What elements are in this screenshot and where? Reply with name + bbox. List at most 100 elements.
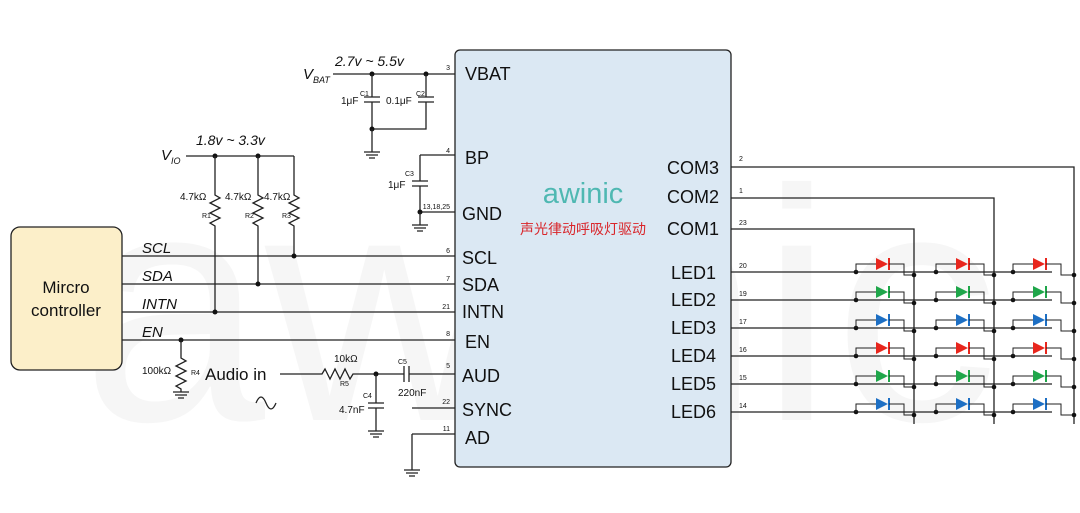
pin-number: 7 (446, 276, 450, 283)
pin-com1: COM1 (667, 219, 719, 239)
led-green-icon (853, 370, 917, 390)
led-green-icon (853, 286, 917, 306)
signal-intn: INTN (142, 296, 177, 313)
pin-ad: AD (465, 428, 490, 448)
led-green-icon (933, 370, 997, 390)
pin-com2: COM2 (667, 187, 719, 207)
c3-value: 1μF (388, 180, 405, 191)
signal-buses: SCL SDA INTN EN (122, 240, 455, 343)
c5-value: 220nF (398, 388, 426, 399)
pin-number: 1 (739, 188, 743, 195)
chip-caption: 声光律动呼吸灯驱动 (520, 222, 646, 238)
c4-value: 4.7nF (339, 405, 365, 416)
vbat-range: 2.7v ~ 5.5v (334, 53, 405, 69)
r3-value: 4.7kΩ (264, 192, 291, 203)
pin-number: 11 (443, 426, 450, 433)
sine-wave-icon (255, 396, 277, 410)
pin-number: 22 (442, 399, 450, 406)
pin-number: 19 (739, 291, 747, 298)
c3-ref: C3 (405, 171, 414, 178)
r5-ref: R5 (340, 381, 349, 388)
pin-sync: SYNC (462, 400, 512, 420)
led-green-icon (933, 286, 997, 306)
led-blue-icon (1010, 398, 1077, 418)
pin-aud: AUD (462, 366, 500, 386)
signal-sda: SDA (142, 268, 173, 285)
r4-ref: R4 (191, 370, 200, 377)
signal-en: EN (142, 324, 163, 341)
led-blue-icon (933, 398, 997, 418)
sync-ad-wiring (404, 407, 455, 477)
mcu-label-line1: Mircro (42, 278, 89, 297)
led-red-icon (1010, 258, 1077, 278)
pin-led3: LED3 (671, 318, 716, 338)
en-pulldown: 100kΩ R4 (142, 340, 200, 399)
r1-value: 4.7kΩ (180, 192, 207, 203)
pin-led4: LED4 (671, 346, 716, 366)
pin-number: 20 (739, 263, 747, 270)
right-pin-numbers: 2 1 23 20 19 17 16 15 14 (739, 156, 747, 410)
signal-scl: SCL (142, 240, 171, 257)
mcu-label-line2: controller (31, 301, 101, 320)
pin-number: 2 (739, 156, 743, 163)
vio-range: 1.8v ~ 3.3v (196, 132, 266, 148)
r5-value: 10kΩ (334, 354, 358, 365)
microcontroller-block: Mircro controller (10, 226, 123, 371)
pin-led6: LED6 (671, 402, 716, 422)
led-red-icon (1010, 342, 1077, 362)
vbat-subscript: BAT (313, 75, 331, 85)
led-red-icon (853, 342, 917, 362)
pin-number: 21 (442, 304, 450, 311)
pin-number: 23 (739, 220, 747, 227)
pin-intn: INTN (462, 302, 504, 322)
pin-led2: LED2 (671, 290, 716, 310)
pin-vbat: VBAT (465, 64, 511, 84)
vio-pullups: V IO 1.8v ~ 3.3v 4.7kΩ R1 4.7kΩ R2 4.7kΩ… (161, 132, 301, 312)
pin-led5: LED5 (671, 374, 716, 394)
c2-value: 0.1μF (386, 96, 412, 107)
c2-ref: C2 (416, 91, 425, 98)
chip-brand-logo: awinic (543, 178, 624, 210)
pin-led1: LED1 (671, 263, 716, 283)
vbat-label: V (303, 66, 315, 83)
audio-in-label: Audio in (205, 365, 266, 384)
r1-ref: R1 (202, 213, 211, 220)
led-green-icon (1010, 286, 1077, 306)
left-pin-numbers: 3 4 13,18,25 6 7 21 8 5 22 11 (423, 65, 450, 433)
led-red-icon (933, 342, 997, 362)
pin-number: 8 (446, 331, 450, 338)
pin-gnd: GND (462, 204, 502, 224)
r4-value: 100kΩ (142, 366, 172, 377)
pin-bp: BP (465, 148, 489, 168)
pin-number: 3 (446, 65, 450, 72)
c5-ref: C5 (398, 359, 407, 366)
r2-value: 4.7kΩ (225, 192, 252, 203)
pin-number: 6 (446, 248, 450, 255)
pin-number: 16 (739, 347, 747, 354)
c1-value: 1μF (341, 96, 358, 107)
pin-en: EN (465, 332, 490, 352)
vbat-supply: V BAT 2.7v ~ 5.5v C1 1μF C2 0.1μF (303, 53, 455, 159)
vio-subscript: IO (171, 156, 181, 166)
pin-number: 14 (739, 403, 747, 410)
pin-scl: SCL (462, 248, 497, 268)
audio-input: Audio in 10kΩ R5 C5 220nF C4 4.7nF (205, 354, 455, 438)
pin-number: 5 (446, 363, 450, 370)
led-green-icon (1010, 370, 1077, 390)
pin-number: 4 (446, 148, 450, 155)
led-blue-icon (853, 398, 917, 418)
pin-sda: SDA (462, 275, 499, 295)
led-red-icon (933, 258, 997, 278)
led-blue-icon (853, 314, 917, 334)
led-matrix (853, 258, 1077, 418)
led-red-icon (853, 258, 917, 278)
pin-number: 13,18,25 (423, 204, 450, 211)
led-blue-icon (1010, 314, 1077, 334)
pin-com3: COM3 (667, 158, 719, 178)
r2-ref: R2 (245, 213, 254, 220)
pin-number: 15 (739, 375, 747, 382)
bp-gnd-network: C3 1μF (388, 154, 455, 232)
vio-label: V (161, 147, 173, 164)
led-blue-icon (933, 314, 997, 334)
